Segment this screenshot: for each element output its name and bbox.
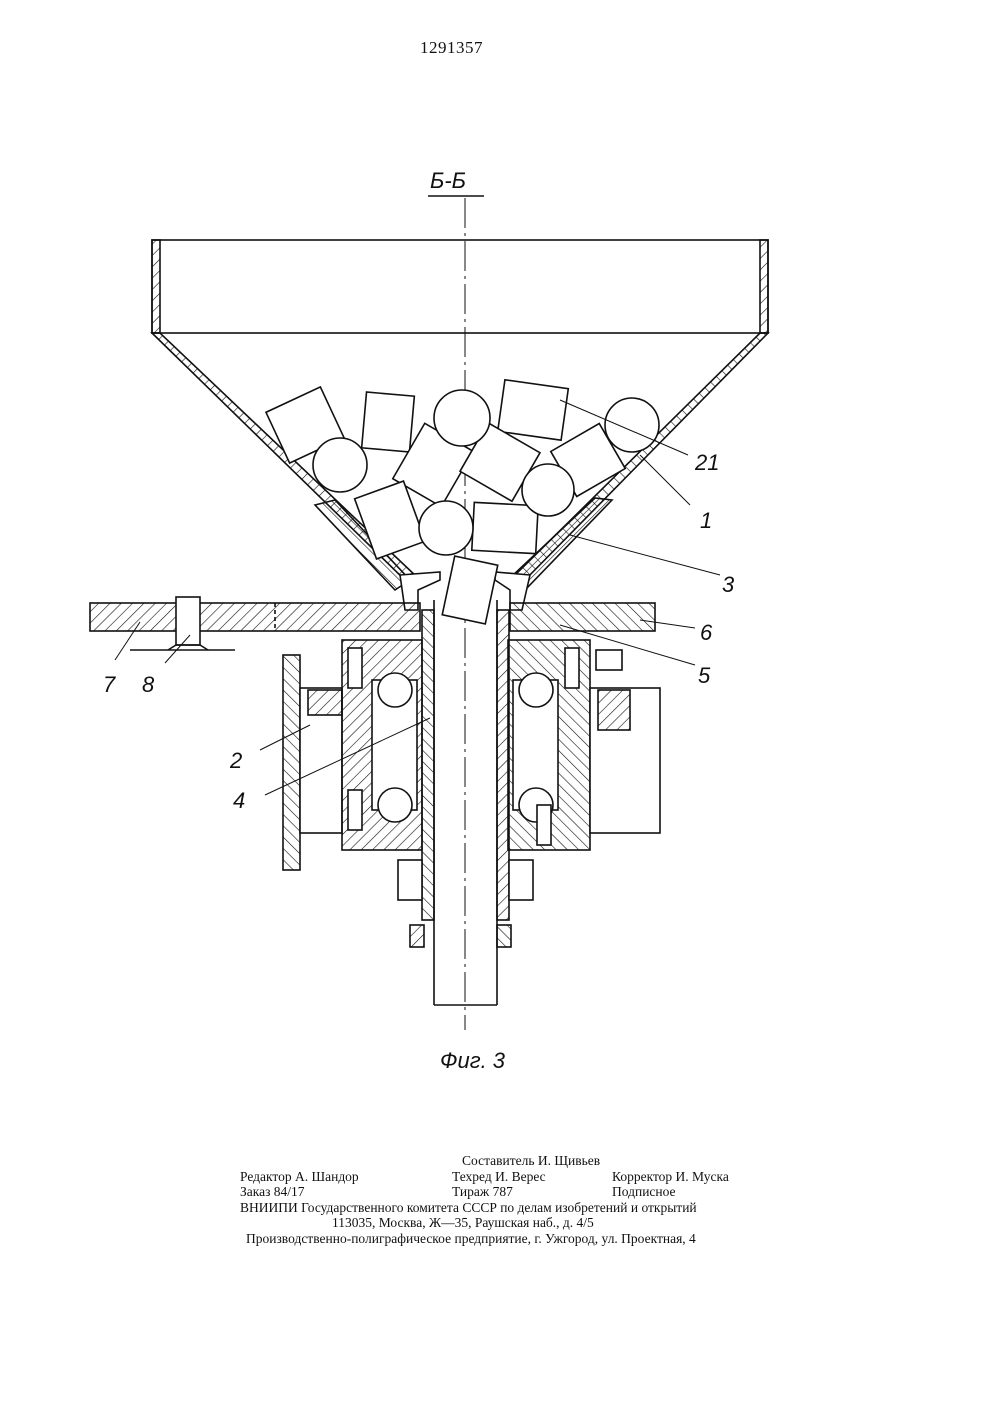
circulation: Тираж 787 <box>452 1184 513 1199</box>
figure-caption: Фиг. 3 <box>440 1048 506 1073</box>
callout-7: 7 <box>103 672 116 697</box>
printer: Производственно-полиграфическое предприя… <box>246 1230 696 1246</box>
address: 113035, Москва, Ж—35, Раушская наб., д. … <box>332 1215 594 1230</box>
callout-6: 6 <box>700 620 713 645</box>
patent-number: 1291357 <box>420 38 483 57</box>
rotary-plate <box>89 596 656 651</box>
organization: ВНИИПИ Государственного комитета СССР по… <box>240 1199 697 1215</box>
callout-3: 3 <box>722 572 735 597</box>
hopper <box>150 239 770 611</box>
callout-1: 1 <box>700 508 712 533</box>
workpieces <box>264 378 660 625</box>
feed-tube <box>397 600 534 1006</box>
callout-21: 21 <box>694 450 719 475</box>
callout-2: 2 <box>229 748 242 773</box>
callout-8: 8 <box>142 672 155 697</box>
bearing-housing-right <box>507 639 661 851</box>
bearing-housing-left <box>341 639 423 851</box>
section-label: Б-Б <box>430 168 466 193</box>
corrector: Корректор И. Муска <box>612 1168 729 1184</box>
subscription: Подписное <box>612 1184 676 1199</box>
callout-4: 4 <box>233 788 245 813</box>
imprint-footer: Составитель И. Щивьев Редактор А. Шандор… <box>236 1153 776 1246</box>
order-number: Заказ 84/17 <box>240 1184 305 1199</box>
compiler: Составитель И. Щивьев <box>462 1153 601 1168</box>
frame-wall <box>282 654 301 871</box>
techred: Техред И. Верес <box>452 1168 546 1184</box>
callout-5: 5 <box>698 663 711 688</box>
leader-lines <box>114 399 721 796</box>
editor: Редактор А. Шандор <box>240 1168 359 1184</box>
